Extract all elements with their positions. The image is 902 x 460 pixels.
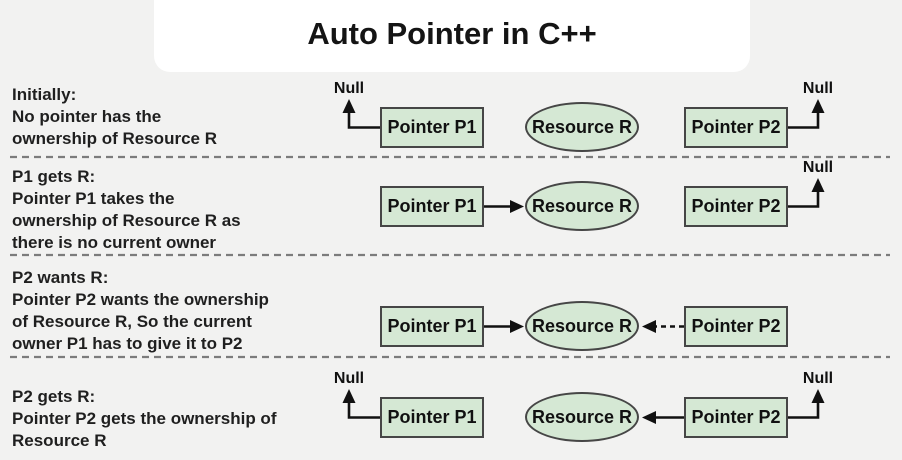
null-arrow-p1-row4 [342, 389, 380, 419]
caption-line: Resource R [12, 431, 107, 450]
ownership-arrow-p1-to-resource-row3 [484, 320, 524, 333]
null-label-p2-row1: Null [802, 80, 834, 97]
pointer-p2-node-row3: Pointer P2 [684, 306, 788, 347]
caption-line: Initially: [12, 85, 77, 104]
null-arrow-p2-row4 [788, 389, 825, 419]
null-label-p1-row4: Null [333, 370, 365, 387]
resource-node-row1: Resource R [525, 102, 639, 152]
resource-node-row2: Resource R [525, 181, 639, 231]
pointer-p2-node-row2: Pointer P2 [684, 186, 788, 227]
null-label-p1-row1: Null [333, 80, 365, 97]
caption-line: Pointer P1 takes the [12, 189, 175, 208]
pointer-p1-node-row2: Pointer P1 [380, 186, 484, 227]
title-panel: Auto Pointer in C++ [154, 0, 750, 72]
caption-line: Pointer P2 gets the ownership of [12, 409, 277, 428]
caption-line: owner P1 has to give it to P2 [12, 334, 243, 353]
resource-node-row3: Resource R [525, 301, 639, 351]
caption-row-4: P2 gets R: Pointer P2 gets the ownership… [12, 386, 276, 452]
ownership-arrow-p1-to-resource-row2 [484, 200, 524, 213]
caption-row-2: P1 gets R: Pointer P1 takes the ownershi… [12, 166, 241, 254]
caption-row-3: P2 wants R: Pointer P2 wants the ownersh… [12, 267, 269, 355]
request-arrow-p2-to-resource-row3 [642, 320, 684, 333]
ownership-arrow-p2-to-resource-row4 [642, 411, 684, 424]
caption-line: of Resource R, So the current [12, 312, 252, 331]
null-arrow-p2-row2 [788, 178, 825, 208]
resource-node-row4: Resource R [525, 392, 639, 442]
pointer-p2-node-row1: Pointer P2 [684, 107, 788, 148]
caption-line: ownership of Resource R as [12, 211, 241, 230]
caption-line: No pointer has the [12, 107, 162, 126]
caption-row-1: Initially: No pointer has the ownership … [12, 84, 217, 150]
pointer-p1-node-row1: Pointer P1 [380, 107, 484, 148]
caption-line: P1 gets R: [12, 167, 96, 186]
null-arrow-p2-row1 [788, 99, 825, 129]
null-label-p2-row4: Null [802, 370, 834, 387]
caption-line: ownership of Resource R [12, 129, 217, 148]
pointer-p2-node-row4: Pointer P2 [684, 397, 788, 438]
caption-line: there is no current owner [12, 233, 217, 252]
pointer-p1-node-row4: Pointer P1 [380, 397, 484, 438]
null-arrow-p1-row1 [342, 99, 380, 129]
page-title: Auto Pointer in C++ [307, 16, 597, 51]
pointer-p1-node-row3: Pointer P1 [380, 306, 484, 347]
caption-line: Pointer P2 wants the ownership [12, 290, 269, 309]
caption-line: P2 gets R: [12, 387, 96, 406]
caption-line: P2 wants R: [12, 268, 109, 287]
null-label-p2-row2: Null [802, 159, 834, 176]
